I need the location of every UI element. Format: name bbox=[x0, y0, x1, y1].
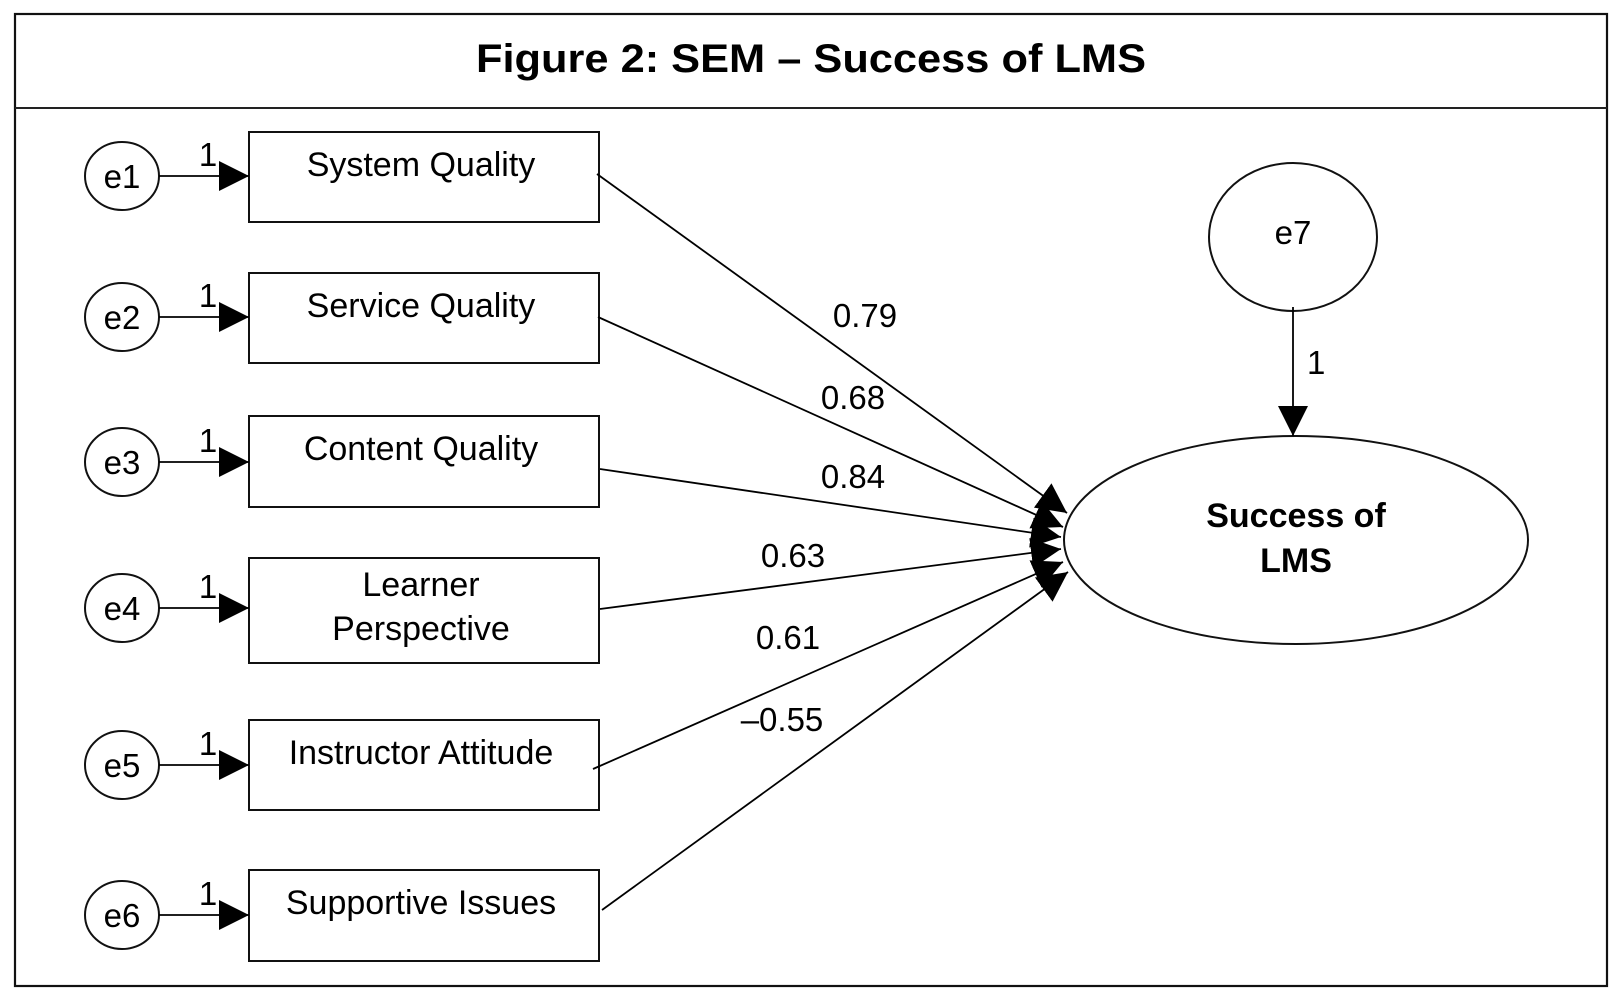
path-arrow bbox=[597, 316, 1064, 529]
latent-label-line-1: Success of bbox=[1206, 497, 1386, 535]
observed-box bbox=[248, 272, 600, 364]
observed-label: Supportive Issues bbox=[286, 884, 556, 922]
error-label-e7: e7 bbox=[1275, 214, 1312, 251]
path-coefficient: 0.68 bbox=[821, 379, 885, 416]
error-label: e4 bbox=[104, 590, 141, 627]
latent-success-of-lms: Success of LMS bbox=[1063, 435, 1529, 645]
path-coefficient: 0.61 bbox=[756, 619, 820, 656]
path-arrow bbox=[601, 571, 1069, 911]
path-coefficient: 0.63 bbox=[761, 537, 825, 574]
error-weight: 1 bbox=[199, 875, 217, 912]
figure-frame bbox=[13, 12, 1609, 988]
figure-title: Figure 2: SEM – Success of LMS bbox=[476, 37, 1146, 81]
observed-label: Perspective bbox=[332, 610, 510, 648]
path-instructor-attitude: 0.61 bbox=[592, 560, 1064, 770]
path-system-quality: 0.79 bbox=[596, 173, 1068, 514]
error-e7: e7 1 bbox=[1208, 162, 1378, 436]
error-label: e3 bbox=[104, 444, 141, 481]
error-e6: e6 1 bbox=[84, 875, 249, 950]
error-e2: e2 1 bbox=[84, 277, 249, 352]
latent-ellipse bbox=[1063, 435, 1529, 645]
path-content-quality: 0.84 bbox=[599, 458, 1062, 548]
path-learner-perspective: 0.63 bbox=[599, 537, 1062, 610]
observed-instructor-attitude: Instructor Attitude e5 1 bbox=[84, 719, 600, 811]
path-coefficient: 0.84 bbox=[821, 458, 885, 495]
observed-label: Instructor Attitude bbox=[289, 734, 554, 772]
observed-box bbox=[248, 869, 600, 962]
observed-label: Learner bbox=[362, 566, 479, 604]
observed-box bbox=[248, 131, 600, 223]
error-weight-e7: 1 bbox=[1307, 344, 1325, 381]
error-weight: 1 bbox=[199, 568, 217, 605]
error-weight: 1 bbox=[199, 277, 217, 314]
error-e5: e5 1 bbox=[84, 725, 249, 800]
path-supportive-issues: –0.55 bbox=[601, 571, 1069, 911]
observed-system-quality: System Quality e1 1 bbox=[84, 131, 600, 223]
observed-label: Content Quality bbox=[304, 430, 538, 468]
path-arrow bbox=[599, 468, 1062, 548]
error-label: e2 bbox=[104, 299, 141, 336]
path-coefficient: 0.79 bbox=[833, 297, 897, 334]
error-e1: e1 1 bbox=[84, 136, 249, 211]
observed-supportive-issues: Supportive Issues e6 1 bbox=[84, 869, 600, 962]
observed-box bbox=[248, 557, 600, 664]
latent-label-line-2: LMS bbox=[1260, 542, 1332, 580]
error-label: e6 bbox=[104, 897, 141, 934]
error-weight: 1 bbox=[199, 422, 217, 459]
error-weight: 1 bbox=[199, 725, 217, 762]
observed-label: System Quality bbox=[307, 146, 536, 184]
regression-paths: 0.79 0.68 0.84 0.63 0.61 –0.55 bbox=[592, 173, 1069, 911]
error-label: e1 bbox=[104, 158, 141, 195]
path-arrow bbox=[599, 537, 1062, 610]
error-e4: e4 1 bbox=[84, 568, 249, 643]
observed-label: Service Quality bbox=[307, 287, 536, 325]
error-e3: e3 1 bbox=[84, 422, 249, 497]
observed-box bbox=[248, 415, 600, 508]
path-coefficient: –0.55 bbox=[741, 701, 824, 738]
path-arrow bbox=[596, 173, 1068, 514]
path-arrow bbox=[592, 560, 1064, 770]
observed-content-quality: Content Quality e3 1 bbox=[84, 415, 600, 508]
observed-service-quality: Service Quality e2 1 bbox=[84, 272, 600, 364]
error-label: e5 bbox=[104, 747, 141, 784]
path-service-quality: 0.68 bbox=[597, 316, 1064, 529]
error-weight: 1 bbox=[199, 136, 217, 173]
